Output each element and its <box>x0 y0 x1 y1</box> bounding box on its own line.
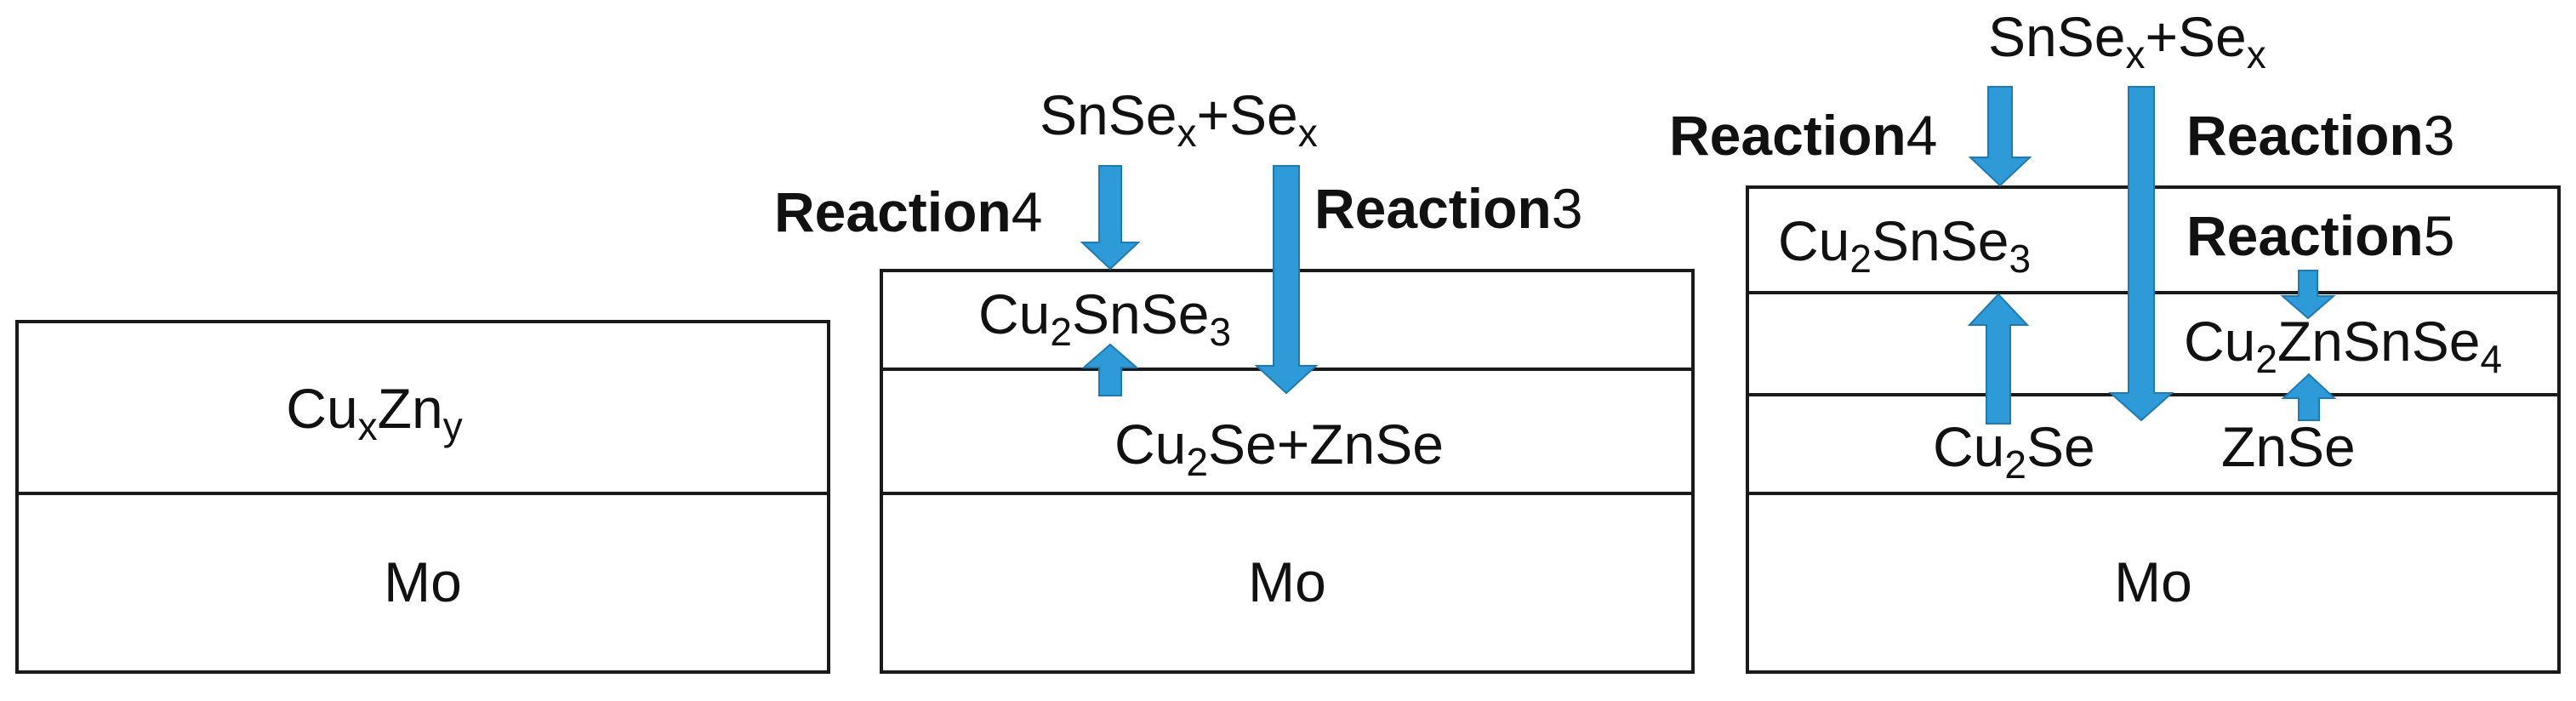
panel-3: SnSex+Sex Reaction4 Reaction3 Reaction5 … <box>1669 5 2561 674</box>
panel-3-reaction-3-label: Reaction3 <box>2186 104 2454 167</box>
panel-3-upward-arrow-cu2se <box>1967 293 2030 425</box>
panel-2-reaction-4-arrow <box>1080 165 1141 271</box>
panel-3-upward-arrow-znse <box>2281 373 2337 421</box>
panel-2-reaction-3-arrow <box>1254 165 1319 395</box>
panel-2-mo-substrate-label: Mo <box>1248 550 1326 613</box>
panel-2-cu2snse3-label: Cu2SnSe3 <box>978 282 1231 354</box>
cuxzny-layer-label: CuxZny <box>286 377 462 448</box>
panel-3-reaction-4-label: Reaction4 <box>1669 104 1937 167</box>
panel-2-reaction-3-label: Reaction3 <box>1314 177 1582 240</box>
panel-2-reaction-4-label: Reaction4 <box>774 180 1042 243</box>
panel-3-source-label: SnSex+Sex <box>1988 5 2266 77</box>
mo-substrate-label: Mo <box>384 550 462 613</box>
panel-2-upward-arrow <box>1081 343 1139 396</box>
panel-3-mo-substrate-label: Mo <box>2114 550 2192 613</box>
panel-3-znse-label: ZnSe <box>2221 415 2356 478</box>
panel-2-source-label: SnSex+Sex <box>1040 83 1318 155</box>
panel-3-reaction-5-arrow <box>2280 270 2336 320</box>
panel-3-reaction-4-arrow <box>1968 86 2032 187</box>
panel-3-cu2se-label: Cu2Se <box>1933 415 2095 487</box>
panel-1-stack-outline <box>15 320 830 674</box>
panel-3-cu2znsnse4-label: Cu2ZnSnSe4 <box>2184 310 2502 381</box>
panel-2: SnSex+Sex Reaction4 Reaction3 Cu2SnSe3 C… <box>774 83 1695 674</box>
panel-3-cu2snse3-label: Cu2SnSe3 <box>1778 209 2031 281</box>
panel-2-cu2se-znse-label: Cu2Se+ZnSe <box>1114 413 1444 484</box>
panel-3-reaction-5-label: Reaction5 <box>2186 204 2454 267</box>
panel-1: CuxZny Mo <box>15 320 830 674</box>
panel-3-reaction-3-arrow <box>2108 86 2174 422</box>
